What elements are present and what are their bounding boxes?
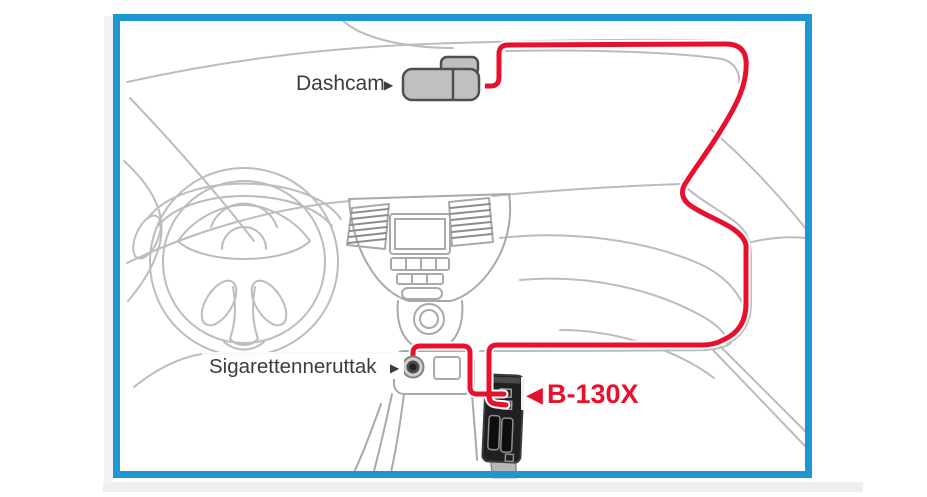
dashcam-body bbox=[401, 67, 481, 102]
wheel-spoke-cutout-left bbox=[200, 279, 238, 327]
headliner-arch bbox=[338, 15, 454, 49]
page-edge-left bbox=[104, 16, 113, 482]
wheel-rim-inner bbox=[162, 180, 326, 344]
wheel-upper-pad bbox=[177, 204, 311, 260]
left-pillar-diagonal bbox=[129, 97, 255, 242]
air-vent-left-louvers bbox=[347, 208, 389, 244]
air-vent-left bbox=[346, 203, 390, 250]
door-armrest-line bbox=[559, 329, 715, 379]
console-outline bbox=[348, 193, 512, 302]
label-bg bbox=[521, 377, 653, 410]
diagram-frame-border bbox=[113, 14, 812, 478]
shifter-panel bbox=[396, 300, 464, 348]
door-diagonal-2 bbox=[718, 344, 809, 435]
device-slot-left bbox=[487, 414, 501, 451]
door-window-line bbox=[711, 129, 807, 230]
wheel-bottom-pad bbox=[223, 341, 265, 351]
infotainment-screen bbox=[389, 213, 451, 255]
wheel-lower-spoke bbox=[229, 286, 259, 346]
control-pill bbox=[401, 287, 443, 300]
dash-top-left bbox=[126, 200, 351, 264]
console-tunnel-right bbox=[471, 393, 478, 461]
infotainment-screen-inner bbox=[394, 218, 446, 250]
device-slot-right bbox=[499, 417, 514, 454]
cigarette-socket-label: Sigarettenneruttak bbox=[209, 355, 377, 378]
right-arrow-icon: ▶ bbox=[390, 361, 400, 375]
label-dashcam: Dashcam ▶ bbox=[289, 70, 395, 96]
page-edge-bottom bbox=[103, 482, 863, 492]
dashcam-device bbox=[397, 51, 485, 104]
gear-knob-outer bbox=[413, 303, 445, 335]
passenger-dash-sweep-2 bbox=[519, 277, 729, 341]
dashcam-cable bbox=[476, 41, 749, 408]
wheel-spoke-cutout-right bbox=[250, 279, 288, 327]
car-interior-line-art bbox=[123, 15, 809, 473]
steering-wheel bbox=[132, 167, 339, 357]
center-console bbox=[346, 193, 512, 473]
button-row-2 bbox=[396, 273, 444, 285]
label-b130x: ◀ B-130X bbox=[521, 377, 653, 410]
cowl-arc-inner bbox=[157, 195, 333, 227]
cigarette-socket bbox=[401, 355, 425, 379]
wheel-hub bbox=[221, 226, 267, 250]
right-arrow-icon: ▶ bbox=[384, 78, 394, 92]
turn-signal-stalk bbox=[132, 214, 162, 260]
console-tunnel-left-inner bbox=[390, 393, 405, 473]
air-vent-right-louvers bbox=[449, 203, 493, 239]
dash-top-right bbox=[491, 183, 682, 197]
device-top-face bbox=[488, 376, 521, 384]
power-cable bbox=[410, 41, 749, 408]
label-bg bbox=[202, 352, 404, 379]
gear-knob-inner bbox=[419, 309, 439, 329]
label-cigarette-socket: Sigarettenneruttak ▶ bbox=[202, 352, 404, 379]
label-bg bbox=[289, 70, 395, 96]
left-arrow-icon: ◀ bbox=[526, 382, 543, 407]
console-tunnel-left bbox=[373, 393, 393, 472]
socket-cable bbox=[410, 343, 507, 397]
left-door-curve bbox=[123, 160, 163, 302]
cowl-arc-outer bbox=[147, 182, 342, 220]
passenger-dash-sweep bbox=[499, 234, 744, 306]
instrument-cluster-arc bbox=[210, 202, 278, 228]
b130x-label: B-130X bbox=[547, 379, 639, 409]
console-flare-left bbox=[353, 403, 382, 473]
device-switch bbox=[504, 453, 515, 463]
dashcam-label: Dashcam bbox=[296, 72, 385, 95]
storage-slot bbox=[433, 356, 461, 380]
dash-right-line bbox=[746, 236, 807, 244]
door-diagonal bbox=[712, 349, 806, 447]
